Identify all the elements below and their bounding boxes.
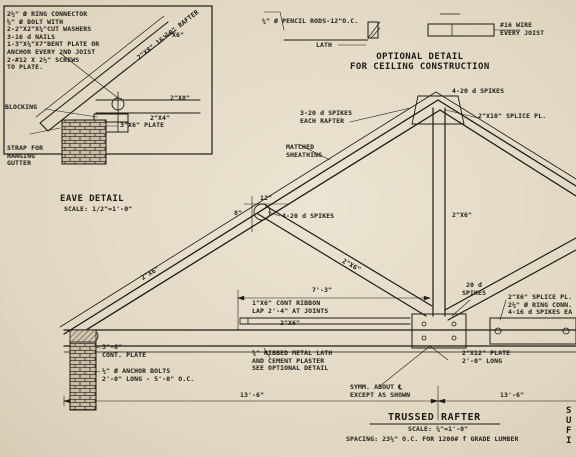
truss-anchor-bolts: ½" Ø ANCHOR BOLTS 2'-0" LONG - 5'-0" O.C… bbox=[102, 367, 195, 383]
truss-dim-12: 12" bbox=[260, 194, 273, 202]
eave-brick-wall bbox=[61, 119, 107, 165]
truss-spacing: SPACING: 23½" O.C. FOR 1200# f GRADE LUM… bbox=[346, 435, 519, 443]
ceiling-wire: #16 WIRE EVERY JOIST bbox=[500, 21, 545, 37]
eave-strap-label: STRAP FOR HANGING GUTTER bbox=[7, 144, 44, 168]
truss-left-web bbox=[257, 205, 433, 317]
truss-splice-right: 2"X6" SPLICE PL. 2½" Ø RING CONN. 4-16 d… bbox=[508, 293, 573, 317]
truss-drawing bbox=[59, 91, 576, 425]
truss-cont-plate bbox=[69, 329, 97, 343]
truss-cont-plate-label: 3"-6" CONT. PLATE bbox=[102, 343, 147, 359]
truss-rafter-spikes: 3-20 d SPIKES EACH RAFTER bbox=[300, 109, 353, 125]
truss-splice-pl: 2"X10" SPLICE PL. bbox=[478, 112, 547, 120]
ceiling-detail-drawing bbox=[263, 11, 521, 46]
truss-dim-8: 8" bbox=[234, 209, 243, 217]
truss-post-label: 2"X6" bbox=[452, 211, 473, 219]
truss-bottom-chord bbox=[63, 329, 576, 347]
truss-apex-splice bbox=[411, 95, 465, 125]
truss-scale: SCALE: ⅜"=1'-0" bbox=[408, 425, 469, 433]
truss-apex-spikes: 4-20 d SPIKES bbox=[452, 87, 505, 95]
truss-title: TRUSSED RAFTER bbox=[388, 412, 481, 423]
eave-plate-label: 3"X6" PLATE bbox=[120, 121, 165, 129]
eave-detail-title: EAVE DETAIL bbox=[60, 194, 125, 204]
truss-ribbon-label: 1"X6" CONT RIBBON LAP 2'-4" AT JOINTS bbox=[252, 299, 329, 315]
truss-lath-note: ⅜" RIBBED METAL LATH AND CEMENT PLASTER … bbox=[252, 349, 333, 373]
eave-detail-scale: SCALE: 1/2"=1'-0" bbox=[64, 205, 133, 213]
truss-symm-note: SYMM. ABOUT ℄ EXCEPT AS SHOWN bbox=[350, 383, 411, 399]
truss-center-plate bbox=[411, 313, 467, 349]
eave-plate-small-label: 2"X4" bbox=[150, 114, 171, 122]
truss-tie-label: 2"X6" bbox=[280, 319, 301, 327]
truss-right-web bbox=[444, 237, 576, 321]
ceiling-lath: LATH bbox=[316, 41, 333, 49]
truss-right-splice bbox=[489, 317, 576, 345]
truss-sheathing: MATCHED SHEATHING bbox=[286, 143, 323, 159]
truss-web-spikes: 4-20 d SPIKES bbox=[282, 212, 335, 220]
truss-dim-right: 13'-6" bbox=[500, 391, 525, 399]
eave-detail-drawing bbox=[3, 5, 213, 155]
ceiling-pencil-rods: ¼" Ø PENCIL RODS-12"O.C. bbox=[262, 17, 359, 25]
ceiling-detail-title: OPTIONAL DETAIL FOR CEILING CONSTRUCTION bbox=[350, 52, 490, 72]
truss-web-connector bbox=[253, 203, 271, 221]
truss-spikes-20d: 20 d SPIKES bbox=[462, 281, 487, 297]
truss-left-rafter bbox=[63, 99, 441, 341]
eave-blocking-label: BLOCKING bbox=[5, 103, 38, 111]
eave-ceiling-joist-label: 2"X8" bbox=[170, 94, 191, 102]
eave-notes: 2½" Ø RING CONNECTOR ⅝" Ø BOLT WITH 2-2"… bbox=[7, 10, 100, 72]
truss-dim-7-3: 7'-3" bbox=[312, 286, 333, 294]
eave-detail-frame bbox=[3, 5, 213, 155]
truss-plate-note: 2"X12" PLATE 2'-0" LONG bbox=[462, 349, 511, 365]
truss-king-post bbox=[432, 107, 446, 317]
truss-ribbon bbox=[239, 317, 411, 325]
edge-letters: S U F I bbox=[566, 406, 572, 446]
eave-rafter bbox=[39, 21, 177, 132]
truss-dim-left: 13'-6" bbox=[240, 391, 265, 399]
eave-rafter-top: 2"X6" bbox=[164, 31, 185, 39]
truss-bearing-wall bbox=[69, 339, 97, 411]
